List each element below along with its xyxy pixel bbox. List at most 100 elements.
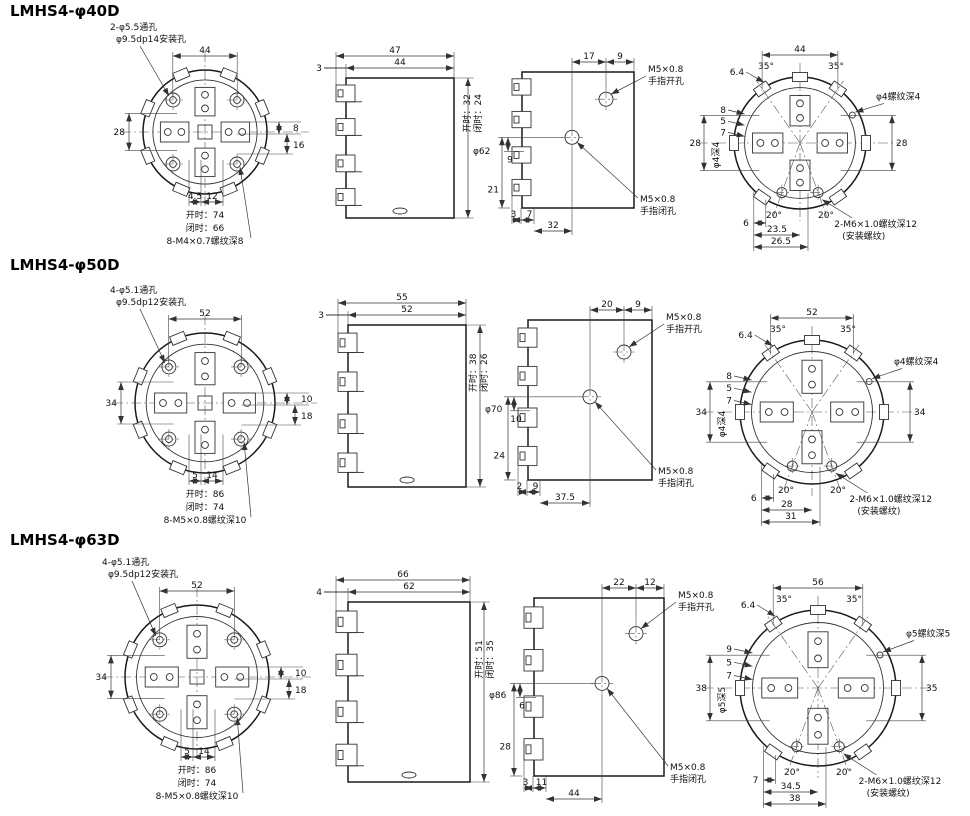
jaw-block bbox=[194, 86, 216, 117]
notch-rect bbox=[160, 602, 179, 619]
jaw-rect bbox=[807, 707, 829, 745]
notch-rect bbox=[222, 460, 242, 476]
dim-label: 52 bbox=[806, 308, 817, 318]
dim-label: 6 bbox=[519, 701, 525, 711]
leader-line bbox=[139, 45, 170, 97]
jaw-profile bbox=[337, 413, 358, 434]
tab-width-label: 6.4 bbox=[741, 601, 756, 611]
jaw-block bbox=[761, 677, 799, 699]
jaw-screw-hole bbox=[201, 165, 209, 174]
jaw-profile bbox=[335, 653, 358, 677]
leader-line bbox=[882, 640, 915, 653]
rim-notch bbox=[255, 695, 272, 714]
jaw-block bbox=[220, 121, 251, 143]
side-feature-dim: 7 bbox=[726, 397, 732, 407]
closed-pos-label: 闭时：26 bbox=[478, 353, 490, 392]
through-hole-note: 4-φ5.1通孔 bbox=[110, 285, 157, 296]
jaw-detail bbox=[339, 338, 346, 348]
center-line bbox=[811, 344, 860, 413]
jaw-detail bbox=[525, 744, 532, 755]
body-inner-circle bbox=[136, 616, 258, 738]
diameter-label: φ62 bbox=[473, 147, 490, 157]
mount-thread-note: 2-M6×1.0螺纹深12 bbox=[859, 775, 942, 787]
closed-width-label: 闭时：74 bbox=[178, 777, 217, 789]
jaw-profile bbox=[335, 118, 356, 136]
jaw-rect bbox=[194, 352, 216, 386]
jaw-rect bbox=[830, 401, 865, 423]
jaw-block bbox=[807, 631, 829, 669]
finger-close-port-label: M5×0.8 bbox=[670, 763, 706, 773]
dim-label: 52 bbox=[191, 581, 202, 591]
side-thread-hole bbox=[848, 111, 856, 119]
notch-rect bbox=[763, 743, 783, 761]
notch-rect bbox=[752, 188, 772, 206]
jaw-profile bbox=[511, 146, 532, 164]
section-title: LMHS4-φ63D bbox=[10, 531, 120, 549]
closed-pos-label: 闭时：35 bbox=[484, 640, 496, 678]
body-outer-circle bbox=[142, 69, 268, 195]
center-line bbox=[767, 615, 819, 689]
jaw-detail bbox=[519, 413, 526, 423]
jaw-rect bbox=[789, 159, 811, 191]
rim-notch bbox=[879, 404, 889, 420]
jaw-screw-hole bbox=[193, 629, 201, 638]
dim-label: 3 bbox=[523, 778, 529, 788]
body-inner-circle bbox=[744, 87, 856, 199]
leader-line bbox=[733, 648, 753, 655]
jaw-rect bbox=[215, 666, 250, 688]
jaw-block bbox=[801, 430, 823, 465]
side-thread-note: φ4螺纹深4 bbox=[876, 90, 921, 102]
leader-line bbox=[754, 334, 773, 347]
jaw-screw-hole bbox=[780, 408, 789, 416]
jaw-screw-hole bbox=[860, 684, 869, 692]
rim-notch bbox=[752, 188, 772, 206]
side-feature-dim: 5 bbox=[726, 658, 732, 668]
jaw-detail bbox=[339, 458, 346, 468]
notch-rect bbox=[215, 735, 234, 752]
rim-notch bbox=[222, 330, 242, 346]
tab-width-label: 6.4 bbox=[730, 68, 745, 78]
body-inner-circle bbox=[752, 622, 884, 754]
jaw-rect bbox=[159, 121, 190, 143]
jaw-screw-hole bbox=[220, 673, 229, 681]
dim-label: 5 bbox=[192, 471, 198, 481]
rim-notch bbox=[763, 743, 783, 761]
notch-rect bbox=[172, 67, 191, 83]
jaw-profile bbox=[517, 365, 538, 387]
jaw-screw-hole bbox=[764, 408, 773, 416]
dim-label: 2 bbox=[517, 482, 523, 492]
jaw-screw-hole bbox=[201, 357, 209, 365]
side-thread-note: φ4螺纹深4 bbox=[894, 356, 939, 368]
finger-open-port-label: M5×0.8 bbox=[678, 591, 714, 601]
closed-width-label: 闭时：66 bbox=[186, 222, 225, 234]
dim-label: 12 bbox=[644, 578, 655, 588]
finger-open-port-label: 手指开孔 bbox=[666, 323, 702, 335]
angle-label: 20° bbox=[836, 768, 852, 778]
center-line bbox=[799, 80, 844, 144]
side-feature-dim: 7 bbox=[720, 128, 726, 138]
jaw-screw-hole bbox=[159, 399, 167, 407]
jaw-block bbox=[816, 132, 848, 154]
notch-rect bbox=[804, 335, 820, 345]
jaw-screw-hole bbox=[163, 128, 172, 136]
notch-rect bbox=[219, 181, 238, 197]
jaw-block bbox=[222, 392, 256, 414]
leader-line bbox=[606, 688, 669, 767]
jaw-screw-hole bbox=[767, 684, 776, 692]
leader-line bbox=[872, 368, 903, 379]
center-line bbox=[817, 615, 869, 689]
jaw-detail bbox=[339, 419, 346, 429]
jaw-block bbox=[807, 707, 829, 745]
rim-notch bbox=[132, 366, 148, 386]
dim-label: 35 bbox=[926, 684, 937, 694]
center-line bbox=[773, 142, 801, 217]
leader-line bbox=[727, 131, 745, 138]
notch-rect bbox=[168, 330, 188, 346]
jaw-rect bbox=[801, 359, 823, 394]
jaw-detail bbox=[339, 377, 346, 387]
jaw-thread-note: 8-M5×0.8螺纹深10 bbox=[156, 790, 239, 802]
rim-notch bbox=[828, 188, 848, 206]
